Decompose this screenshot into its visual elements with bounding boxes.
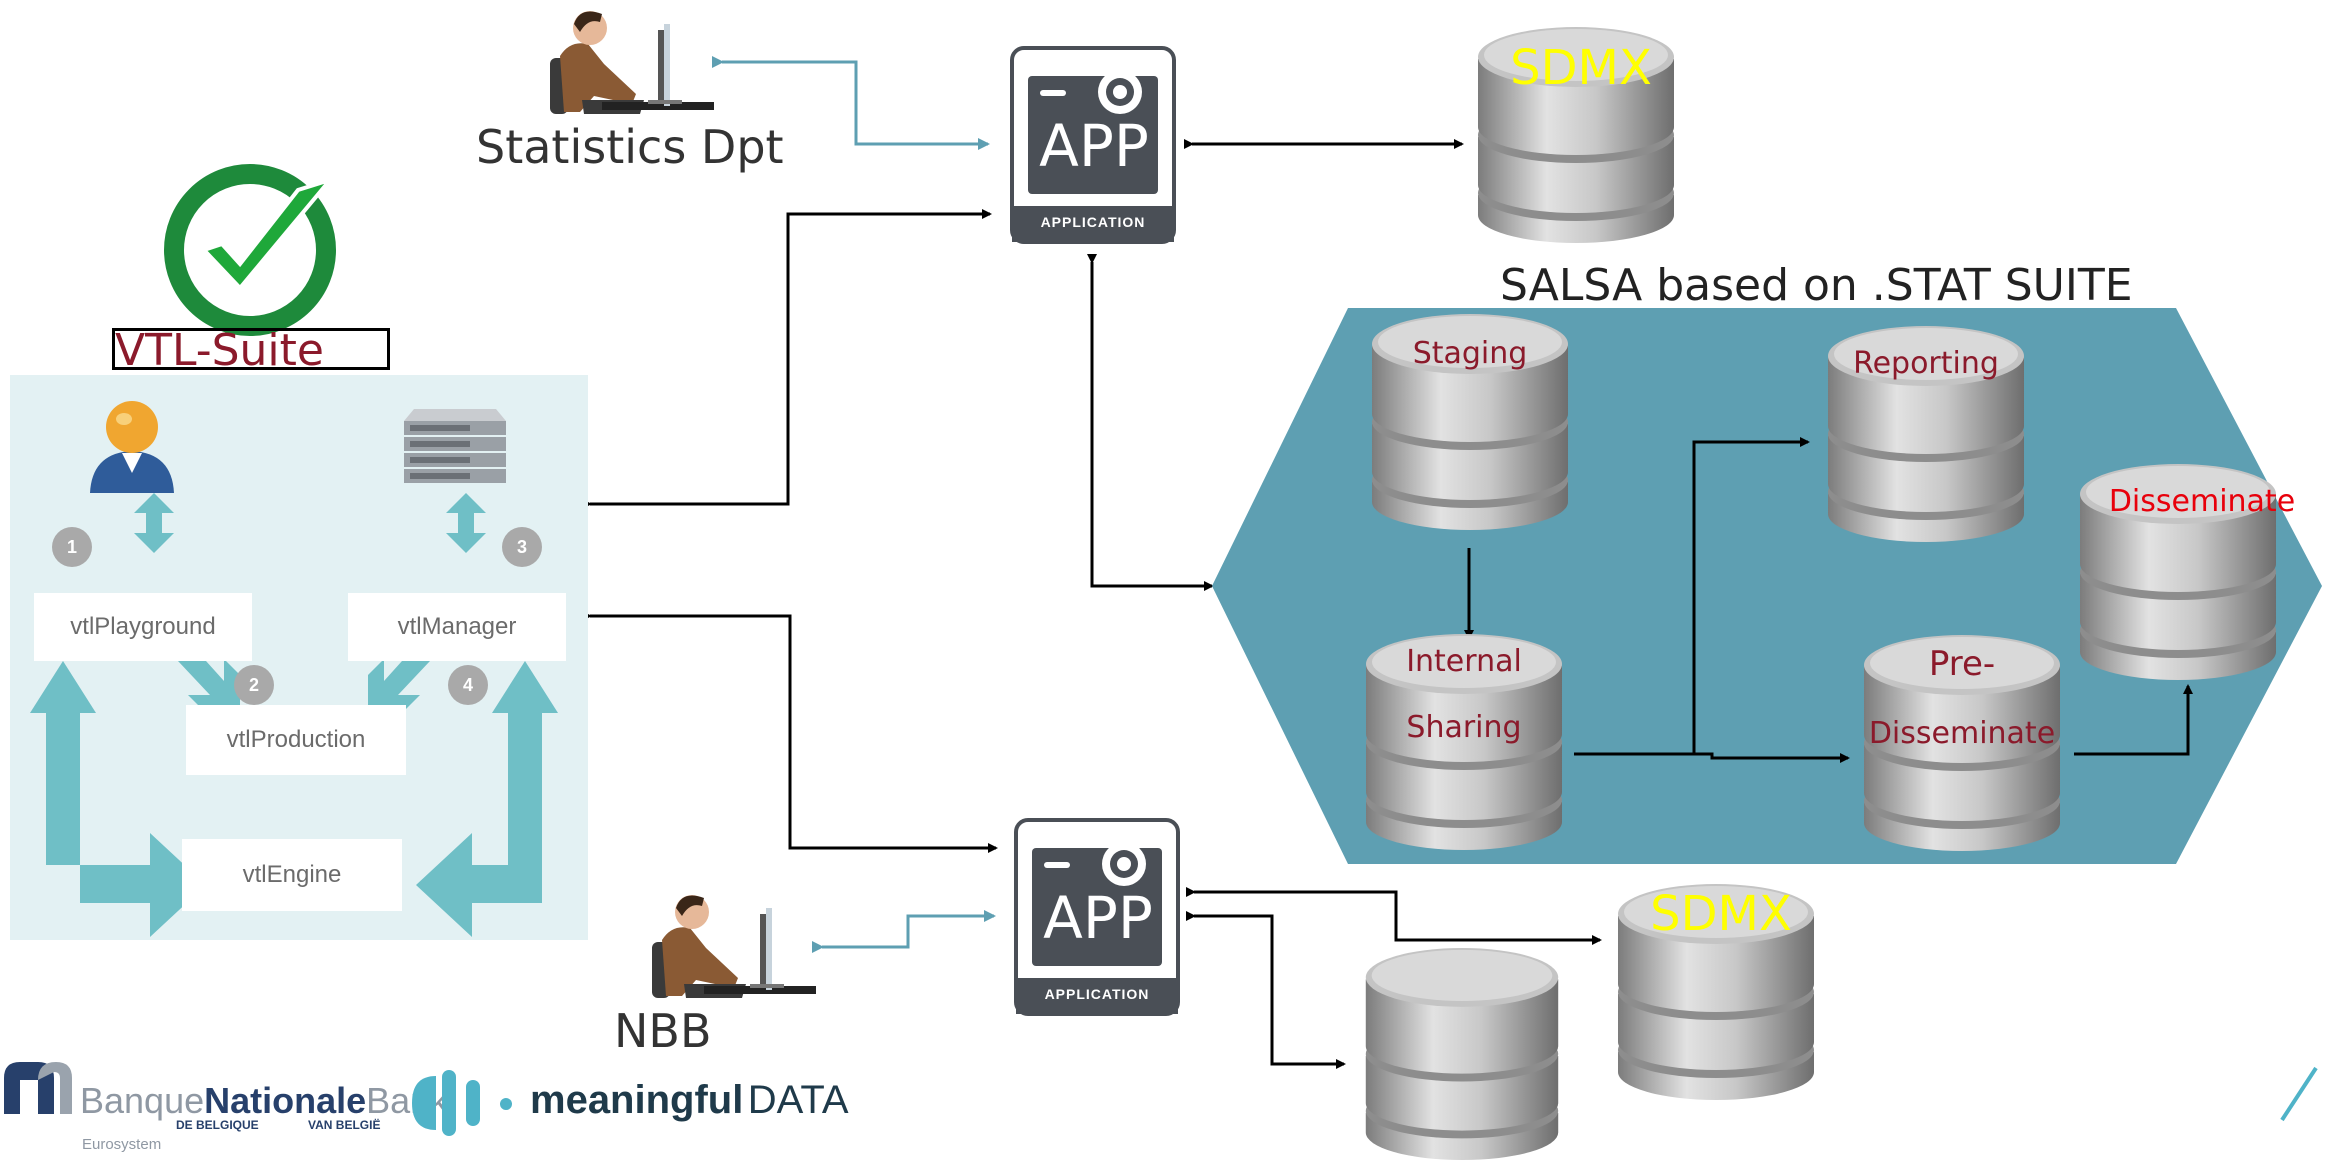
app-icon [1010,46,1176,244]
reporting-label: Reporting [1853,346,1999,381]
internal-to-predisseminate-arrow [1574,752,1850,763]
app-db-bottom-connector [1186,911,1346,1069]
predisseminate-to-disseminate-arrow [2074,684,2193,756]
sdmx-bottom-label: SDMX [1650,886,1792,942]
vtl-suite-text: VTL-Suite [115,325,324,376]
staging-database-icon [1372,314,1568,530]
nbb-label: NBB [614,1004,712,1058]
vtl-production-box[interactable]: vtlProduction [186,705,406,775]
vtl-manager-box[interactable]: vtlManager [348,593,566,661]
internal-sharing-label-1: Internal [1406,644,1522,679]
vtl-suite-panel: 1 2 3 4 vtlPlayground vtlManager vtlProd… [10,375,588,940]
vtl-app-top-connector [582,209,992,509]
pre-disseminate-database-icon [1864,635,2060,851]
nbb-app-connector [812,910,996,953]
statistics-label: Statistics Dpt [476,120,784,174]
step-badge-4: 4 [448,665,488,705]
step-badge-2: 2 [234,665,274,705]
app-card-bottom[interactable]: APP APPLICATION [1014,818,1180,1022]
step-badge-3: 3 [502,527,542,567]
app-top-caption: APPLICATION [1040,214,1146,230]
vtl-app-bottom-connector [582,611,998,853]
app-bottom-caption: APPLICATION [1044,986,1150,1002]
flow-arrows-graphic [30,493,558,937]
nbb-logo-mark [4,1062,72,1114]
disseminate-database-icon [2080,464,2276,680]
disseminate-label: Disseminate [2108,484,2296,519]
meaningful-data-logo-mark [412,1070,512,1136]
checkmark-icon [164,164,336,336]
sdmx-top-database-icon [1478,27,1674,243]
pre-disseminate-label-1: Pre- [1928,644,1996,684]
staging-label: Staging [1412,336,1528,371]
server-icon [404,409,506,483]
person-at-computer-icon [652,895,816,998]
vtl-engine-box[interactable]: vtlEngine [182,839,402,911]
extra-database-icon [1365,947,1559,1161]
app-sdmx-bottom-connector [1186,887,1602,945]
app-card-top[interactable]: APP APPLICATION [1010,46,1176,250]
reporting-database-icon [1828,326,2024,542]
stats-app-connector [712,56,990,150]
vtl-playground-box[interactable]: vtlPlayground [34,593,252,661]
nbb-word-2: Nationale [204,1080,367,1121]
salsa-title: SALSA based on .STAT SUITE [1500,260,2133,311]
pre-disseminate-label-2: Disseminate [1868,716,2056,751]
nbb-word-1: Banque [80,1080,205,1121]
person-at-computer-icon [550,11,714,114]
user-avatar-icon [90,401,174,493]
corner-slash-decoration [2280,1066,2318,1122]
app-icon [1014,818,1180,1016]
app-bottom-text: APP [1043,884,1153,952]
sdmx-top-label: SDMX [1510,40,1652,96]
internal-sharing-label-2: Sharing [1406,710,1522,745]
step-badge-1: 1 [52,527,92,567]
data-word: DATA [747,1078,849,1122]
meaningful-word: meaningful [530,1078,744,1122]
nbb-sub-2: VAN BELGIË [308,1118,381,1132]
nbb-logo-text: BanqueNationaleBank [80,1080,448,1122]
vtl-suite-label: VTL-Suite [112,325,390,376]
nbb-sub-1: DE BELGIQUE [176,1118,259,1132]
app-top-text: APP [1039,112,1149,180]
meaningful-data-text: meaningful DATA [530,1078,849,1123]
app-salsa-connector [1087,254,1214,591]
eurosystem-label: Eurosystem [82,1136,162,1153]
internal-sharing-database-icon [1366,634,1562,850]
sdmx-bottom-database-icon [1618,884,1814,1100]
